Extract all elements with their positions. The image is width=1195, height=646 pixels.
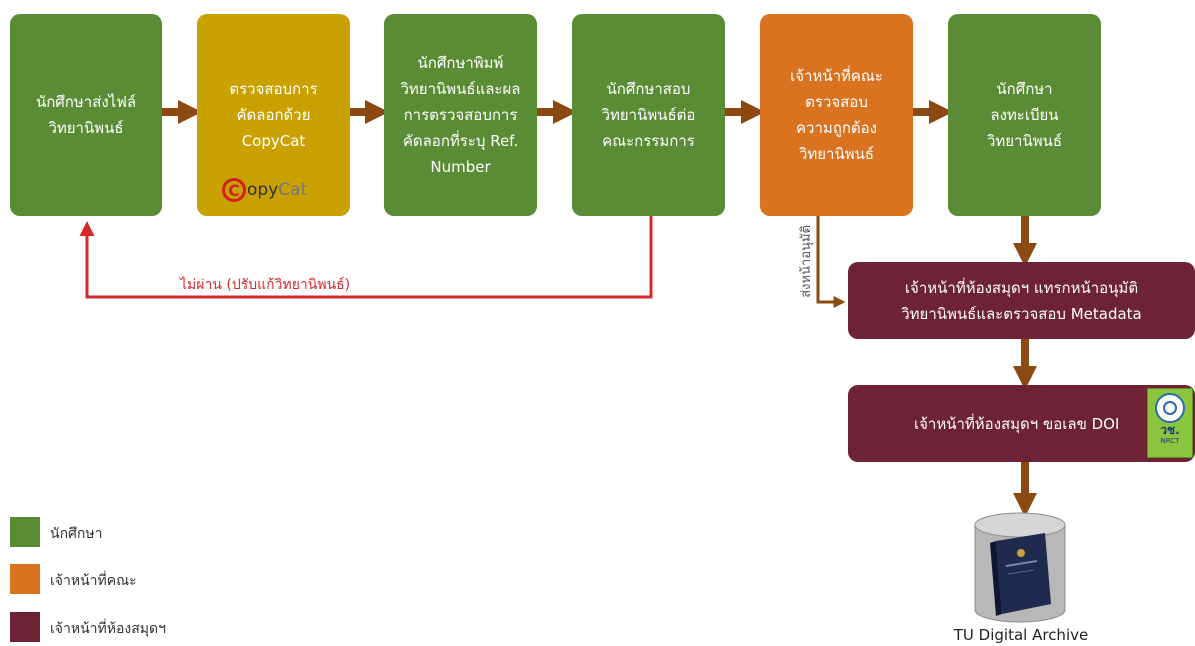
step-faculty-check: เจ้าหน้าที่คณะ ตรวจสอบ ความถูกต้อง วิทยา… bbox=[760, 14, 913, 216]
legend-swatch-library-staff bbox=[10, 612, 40, 642]
legend-swatch-student bbox=[10, 517, 40, 547]
copycat-logo-text-gray: Cat bbox=[278, 180, 308, 200]
step-print-thesis: นักศึกษาพิมพ์ วิทยานิพนธ์และผล การตรวจสอ… bbox=[384, 14, 537, 216]
step-submit-file-label: นักศึกษาส่งไฟล์ วิทยานิพนธ์ bbox=[35, 93, 137, 137]
reject-label: ไม่ผ่าน (ปรับแก้วิทยานิพนธ์) bbox=[180, 277, 351, 293]
thesis-book-icon bbox=[990, 533, 1051, 616]
copycat-c-icon: C bbox=[222, 178, 246, 202]
step-faculty-check-label: เจ้าหน้าที่คณะ ตรวจสอบ ความถูกต้อง วิทยา… bbox=[790, 67, 883, 163]
step-copycat-check: ตรวจสอบการ คัดลอกด้วย CopyCat bbox=[197, 14, 350, 216]
legend-label-faculty-staff: เจ้าหน้าที่คณะ bbox=[50, 573, 137, 589]
reject-arrow bbox=[79, 215, 653, 299]
step-print-thesis-label: นักศึกษาพิมพ์ วิทยานิพนธ์และผล การตรวจสอ… bbox=[400, 54, 521, 176]
legend-swatch-faculty-staff bbox=[10, 564, 40, 594]
step-library-request-doi-label: เจ้าหน้าที่ห้องสมุดฯ ขอเลข DOI bbox=[914, 414, 1120, 433]
legend-label-student: นักศึกษา bbox=[50, 526, 103, 542]
step-library-approval-metadata-label: เจ้าหน้าที่ห้องสมุดฯ แทรกหน้าอนุมัติ วิท… bbox=[901, 278, 1142, 323]
archive-database-icon bbox=[974, 512, 1066, 623]
step-submit-file: นักศึกษาส่งไฟล์ วิทยานิพนธ์ bbox=[10, 14, 162, 216]
legend-label-library-staff: เจ้าหน้าที่ห้องสมุดฯ bbox=[50, 621, 166, 637]
send-approval-label: ส่งหน้าอนุมัติ bbox=[799, 225, 814, 298]
nrct-logo-subtext: NRCT bbox=[1160, 437, 1180, 445]
archive-label: TU Digital Archive bbox=[953, 626, 1089, 644]
nrct-logo: วช. NRCT bbox=[1147, 388, 1193, 458]
step-library-approval-metadata: เจ้าหน้าที่ห้องสมุดฯ แทรกหน้าอนุมัติ วิท… bbox=[848, 262, 1195, 339]
step-register-thesis: นักศึกษา ลงทะเบียน วิทยานิพนธ์ bbox=[948, 14, 1101, 216]
step-thesis-defense: นักศึกษาสอบ วิทยานิพนธ์ต่อ คณะกรรมการ bbox=[572, 14, 725, 216]
nrct-seal-icon bbox=[1155, 393, 1185, 423]
copycat-logo-text-black: opy bbox=[247, 180, 279, 200]
nrct-logo-text: วช. bbox=[1160, 423, 1180, 437]
arrow-5-7 bbox=[816, 215, 846, 308]
step-thesis-defense-label: นักศึกษาสอบ วิทยานิพนธ์ต่อ คณะกรรมการ bbox=[601, 80, 696, 150]
step-library-request-doi: เจ้าหน้าที่ห้องสมุดฯ ขอเลข DOI bbox=[848, 385, 1195, 462]
step-register-thesis-label: นักศึกษา ลงทะเบียน วิทยานิพนธ์ bbox=[986, 80, 1063, 150]
copycat-logo: C opy Cat bbox=[222, 178, 307, 202]
step-copycat-check-label: ตรวจสอบการ คัดลอกด้วย CopyCat bbox=[229, 80, 318, 150]
